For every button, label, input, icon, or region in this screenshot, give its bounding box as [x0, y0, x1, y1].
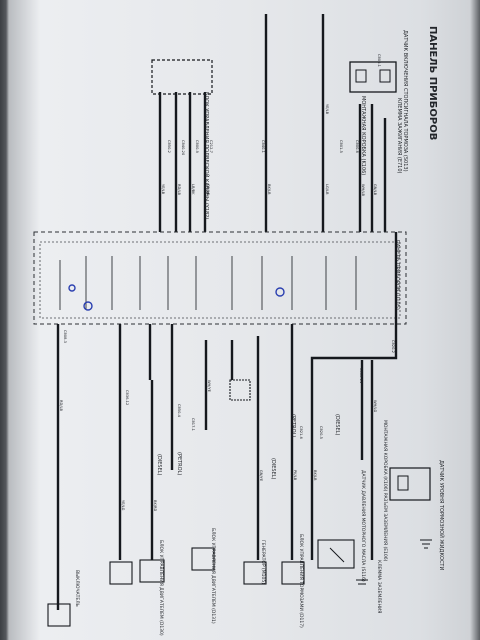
connector-label: C800-6 [355, 140, 359, 154]
lower-components [47, 379, 305, 627]
cab-control-block: БЛОК УПРАВЛЕНИЯ ПОДВЕСКОЙ КАБИНЫ (Y182) [151, 59, 213, 219]
connector-label: C808-3 [63, 330, 67, 343]
wire-code-label: LB/BK [191, 184, 195, 195]
wire-code-label: YE/LB [325, 104, 329, 115]
engine-control-petrol-label: БЛОК УПРАВЛЕНИЯ ДВИГАТЕЛЕМ (D131) [210, 528, 216, 624]
ignition-terminal-label: КЛЕММА ЗАЖИГАНИЯ (E710) [396, 98, 402, 174]
wire-bundle-lower [56, 232, 398, 610]
connector-label: C820-5 [319, 426, 323, 439]
variant-tag-2: (PETROL) [290, 414, 296, 437]
wire-code-label: BK/LB [313, 470, 317, 481]
generator-label: ГЕНЕРАТОР (M105) [260, 540, 266, 584]
wire-code-label: GN/LB [373, 184, 377, 196]
brake-switch-label: ДАТЧИК ВКЛЮЧЕНИЯ СТОПСИГНАЛА ТОРМОЗА (S0… [402, 30, 408, 172]
connector-label: C840-1 [261, 140, 265, 153]
connector-label: C821-6 [299, 426, 303, 440]
mount-box-top-label: МОНТАЖНАЯ КОРОБКА (K106) [360, 96, 366, 175]
engine-control-diesel-label: БЛОК УПРАВЛЕНИЯ ДВИГАТЕЛЕМ (D130) [158, 540, 164, 636]
instrument-panel-box: ПАНЕЛЬ ПРИБОРОВ (U105) [33, 231, 407, 325]
connector-label: C836-12 [125, 390, 129, 405]
diagram-title: ПАНЕЛЬ ПРИБОРОВ [427, 26, 438, 140]
variant-tag-5: (DIESEL) [156, 454, 162, 476]
wire-code-label: LG/LB [325, 184, 329, 195]
marker-circle-2 [275, 287, 285, 297]
brake-fluid-block: ДАТЧИК УРОВНЯ ТОРМОЗНОЙ ЖИДКОСТИ МОНТАЖН… [382, 420, 445, 570]
wire-code-label: RD/LB [177, 184, 181, 195]
brake-fluid-label: ДАТЧИК УРОВНЯ ТОРМОЗНОЙ ЖИДКОСТИ [438, 460, 445, 570]
marker-circle-3 [68, 284, 76, 292]
variant-tag-4: (PETROL) [176, 452, 182, 475]
wire-code-label: YE/LB [161, 184, 165, 195]
wire-code-label: YE/LG [121, 500, 125, 511]
connector-label: C800-1 [377, 54, 381, 67]
variant-tag-1: (DIESEL) [334, 414, 340, 436]
connector-label: C817-1 [191, 418, 195, 431]
cab-control-label: БЛОК УПРАВЛЕНИЯ ПОДВЕСКОЙ КАБИНЫ (Y182) [203, 92, 210, 219]
ground-symbols [356, 539, 432, 585]
connector-label: C850-4 [177, 404, 181, 418]
wire-code-label: RD/LB [59, 400, 63, 411]
wire-code-label: BK/RD [153, 500, 157, 512]
oil-pressure-label: ДАТЧИК ДАВЛЕНИЯ МОТОРНОГО МАСЛА (S116) [360, 470, 366, 582]
wire-code-label: WH/LB [361, 184, 365, 196]
connector-label: C808-11 [359, 368, 363, 383]
mount-box-bottom-label: МОНТАЖНАЯ КОРОБКА (K106) РАЗЪЕМ ЗАЗЕМЛЕН… [382, 420, 388, 562]
wire-code-label: GN/LB [206, 184, 210, 196]
connector-label: C850-2 [167, 140, 171, 153]
ground-terminal-label: КЛЕММА ЗАЗЕМЛЕНИЯ [376, 560, 382, 613]
wire-bundle-left [158, 14, 387, 232]
connector-labels: C800-1 C800-6 C801-5 C840-1 C212-7 C800-… [63, 54, 395, 440]
wire-code-label: WH/YE [207, 380, 211, 393]
brake-control-label: БЛОК УПРАВЛЕНИЯ ТОРМОЗАМИ (D117) [298, 534, 304, 628]
connector-label: C801-5 [339, 140, 343, 153]
variant-tag-3: (DIESEL) [270, 458, 276, 480]
wire-code-label: WH/LG [373, 400, 377, 412]
marker-circle-1 [83, 301, 93, 311]
wire-code-label: BK/LB [267, 184, 271, 195]
connector-label: C800-9 [195, 140, 199, 154]
wire-code-label: GN/YE [259, 470, 263, 482]
oil-pressure-block: ДАТЧИК ДАВЛЕНИЯ МОТОРНОГО МАСЛА (S116) К… [317, 470, 382, 613]
connector-label: C840-20 [181, 140, 185, 156]
wire-code-labels: YE/LB WH/LB GN/LB LG/LB BK/LB GN/LB LB/B… [59, 104, 377, 512]
outer-switch-label: ВЫКЛЮЧАТЕЛЬ [74, 570, 80, 607]
connector-label: C820-2 [391, 340, 395, 353]
connector-label: C212-7 [209, 140, 213, 153]
wire-code-label: PK/LB [293, 470, 297, 481]
brake-switch-block: ДАТЧИК ВКЛЮЧЕНИЯ СТОПСИГНАЛА ТОРМОЗА (S0… [349, 30, 408, 175]
